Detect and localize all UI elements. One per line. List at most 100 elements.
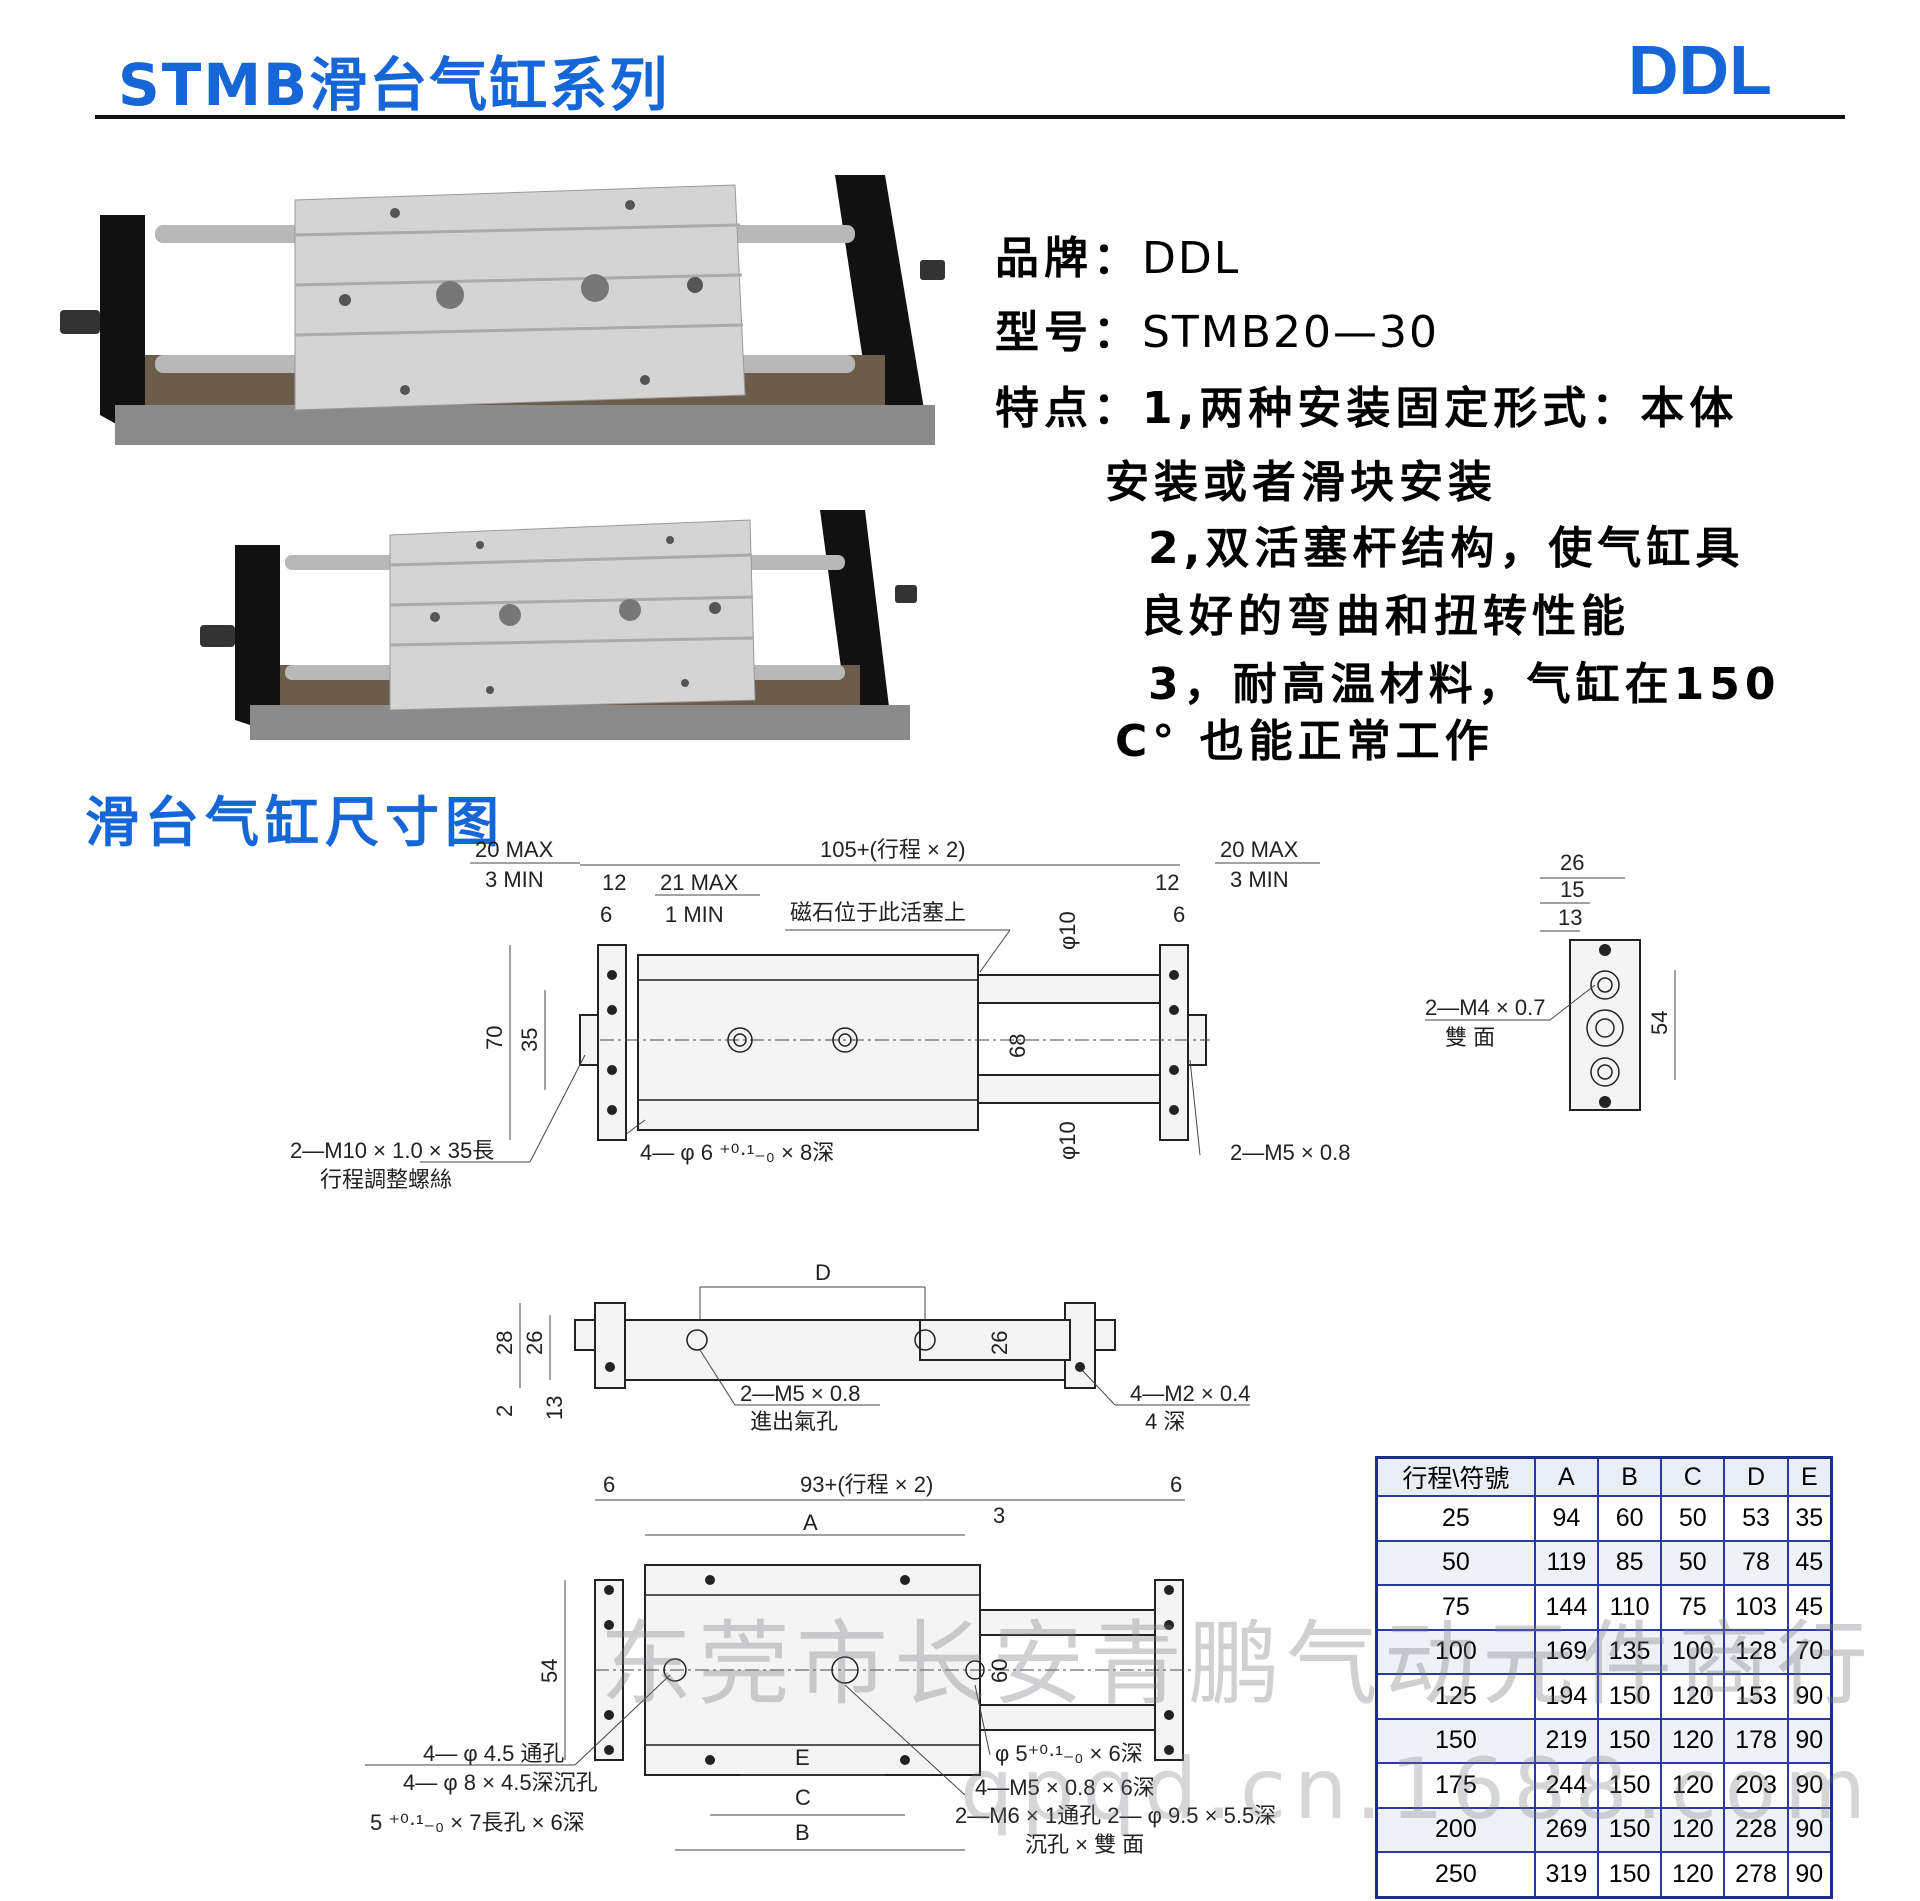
table-cell: 169 [1533,1628,1599,1676]
table-cell: 319 [1533,1851,1599,1899]
table-cell-stroke: 75 [1375,1584,1536,1631]
dim-54-bottom: 54 [537,1659,562,1683]
dim-1min: 1 MIN [665,902,724,927]
table-cell: 85 [1596,1539,1663,1587]
table-cell: 53 [1723,1495,1789,1542]
table-cell: 60 [1596,1495,1663,1542]
table-cell-stroke: 200 [1375,1806,1536,1854]
table-header: A [1533,1456,1599,1497]
table-cell: 120 [1660,1673,1726,1720]
table-cell-stroke: 150 [1375,1717,1536,1765]
feature-1b: 安装或者滑块安装 [1105,457,1497,508]
table-header-row: 行程\符號 A B C D E [1375,1456,1833,1497]
magnet-note: 磁石位于此活塞上 [790,900,966,925]
drawing-plan-view: 20 MAX 3 MIN 105+(行程 × 2) 20 MAX 3 MIN 1… [290,837,1350,1192]
table-cell: 153 [1723,1673,1789,1720]
table-cell: 150 [1596,1762,1663,1809]
note-m10-stroke-screw: 2—M10 × 1.0 × 35長 [290,1138,494,1163]
table-cell-stroke: 250 [1375,1851,1536,1899]
dim-28: 28 [492,1331,517,1355]
dim-68: 68 [1005,1034,1030,1058]
table-cell: 194 [1533,1673,1599,1720]
dim-phi10-top: φ10 [1055,911,1080,950]
dim-E: E [795,1745,810,1770]
table-cell: 219 [1533,1717,1599,1765]
dim-6-left-bottom: 6 [603,1472,615,1497]
table-cell: 278 [1723,1851,1789,1899]
dim-93: 93+(行程 × 2) [800,1472,933,1497]
dim-phi10-bottom: φ10 [1055,1121,1080,1160]
table-header: E [1786,1456,1833,1497]
dim-21max: 21 MAX [660,870,739,895]
header-divider [95,115,1845,119]
dim-6-right-bottom: 6 [1170,1472,1182,1497]
dim-20max-right: 20 MAX [1220,837,1299,862]
table-cell: 150 [1596,1806,1663,1854]
table-cell: 45 [1786,1584,1833,1631]
note-m6: 2—M6 × 1通孔 2— φ 9.5 × 5.5深 [955,1803,1276,1828]
note-m2-caption: 4 深 [1145,1409,1185,1434]
table-cell: 90 [1786,1851,1833,1899]
dim-15: 15 [1560,877,1584,902]
table-cell: 45 [1786,1539,1833,1587]
feature-2a: 2,双活塞杆结构，使气缸具 [1148,523,1745,574]
table-cell: 120 [1660,1806,1726,1854]
dim-12-left: 12 [602,870,626,895]
spec-brand-value: DDL [1142,233,1241,284]
drawing-elevation-view: D 28 26 2 13 26 2—M5 × 0.8 進出氣孔 4—M2 × 0… [492,1260,1250,1434]
dim-D: D [815,1260,831,1285]
dim-26-mid: 26 [522,1331,547,1355]
spec-features-line-1: 特点：1,两种安装固定形式：本体 [995,372,1738,436]
table-cell: 90 [1786,1673,1833,1720]
table-cell-stroke: 50 [1375,1539,1536,1587]
dim-12-right: 12 [1155,870,1179,895]
table-cell: 178 [1723,1717,1789,1765]
table-cell: 150 [1596,1851,1663,1899]
dim-3min-left: 3 MIN [485,867,544,892]
dim-26: 26 [1560,850,1584,875]
table-cell: 135 [1596,1628,1663,1676]
drawing-slide-view: 6 93+(行程 × 2) 6 A 3 54 60 E C B 4— φ 4.5… [365,1472,1276,1857]
dim-13-mid: 13 [542,1396,567,1420]
table-cell: 128 [1723,1628,1789,1676]
table-cell: 244 [1533,1762,1599,1809]
table-cell: 50 [1660,1539,1726,1587]
table-cell: 100 [1660,1628,1726,1676]
note-m4: 2—M4 × 0.7 [1425,995,1545,1020]
spec-features-label: 特点： [995,383,1142,434]
note-m4-caption: 雙 面 [1445,1025,1495,1050]
table-cell: 110 [1596,1584,1663,1631]
table-cell: 144 [1533,1584,1599,1631]
dim-3min-right: 3 MIN [1230,867,1289,892]
spec-model-label: 型号： [995,307,1142,358]
table-cell: 269 [1533,1806,1599,1854]
spec-model-value: STMB20—30 [1142,307,1439,358]
table-cell: 150 [1596,1673,1663,1720]
spec-brand-label: 品牌： [995,233,1142,284]
dim-6-right: 6 [1173,902,1185,927]
dim-6-left: 6 [600,902,612,927]
table-cell: 150 [1596,1717,1663,1765]
table-header: 行程\符號 [1375,1456,1536,1497]
dim-13: 13 [1558,905,1582,930]
watermark-company: 东莞市长安青鹏气动元件商行 [600,1611,1875,1718]
dim-35: 35 [517,1028,542,1052]
page-title: STMB滑台气缸系列 [118,51,670,119]
dim-60: 60 [987,1659,1012,1683]
note-phi6: 4— φ 6 ⁺⁰·¹₋₀ × 8深 [640,1140,834,1165]
section-title: 滑台气缸尺寸图 [85,791,505,854]
dim-A: A [803,1510,818,1535]
table-cell: 103 [1723,1584,1789,1631]
dim-20max-left: 20 MAX [475,837,554,862]
note-counterbore: 4— φ 8 × 4.5深沉孔 [403,1770,598,1795]
drawing-side-view: 26 15 13 54 2—M4 × 0.7 雙 面 [1425,850,1676,1111]
